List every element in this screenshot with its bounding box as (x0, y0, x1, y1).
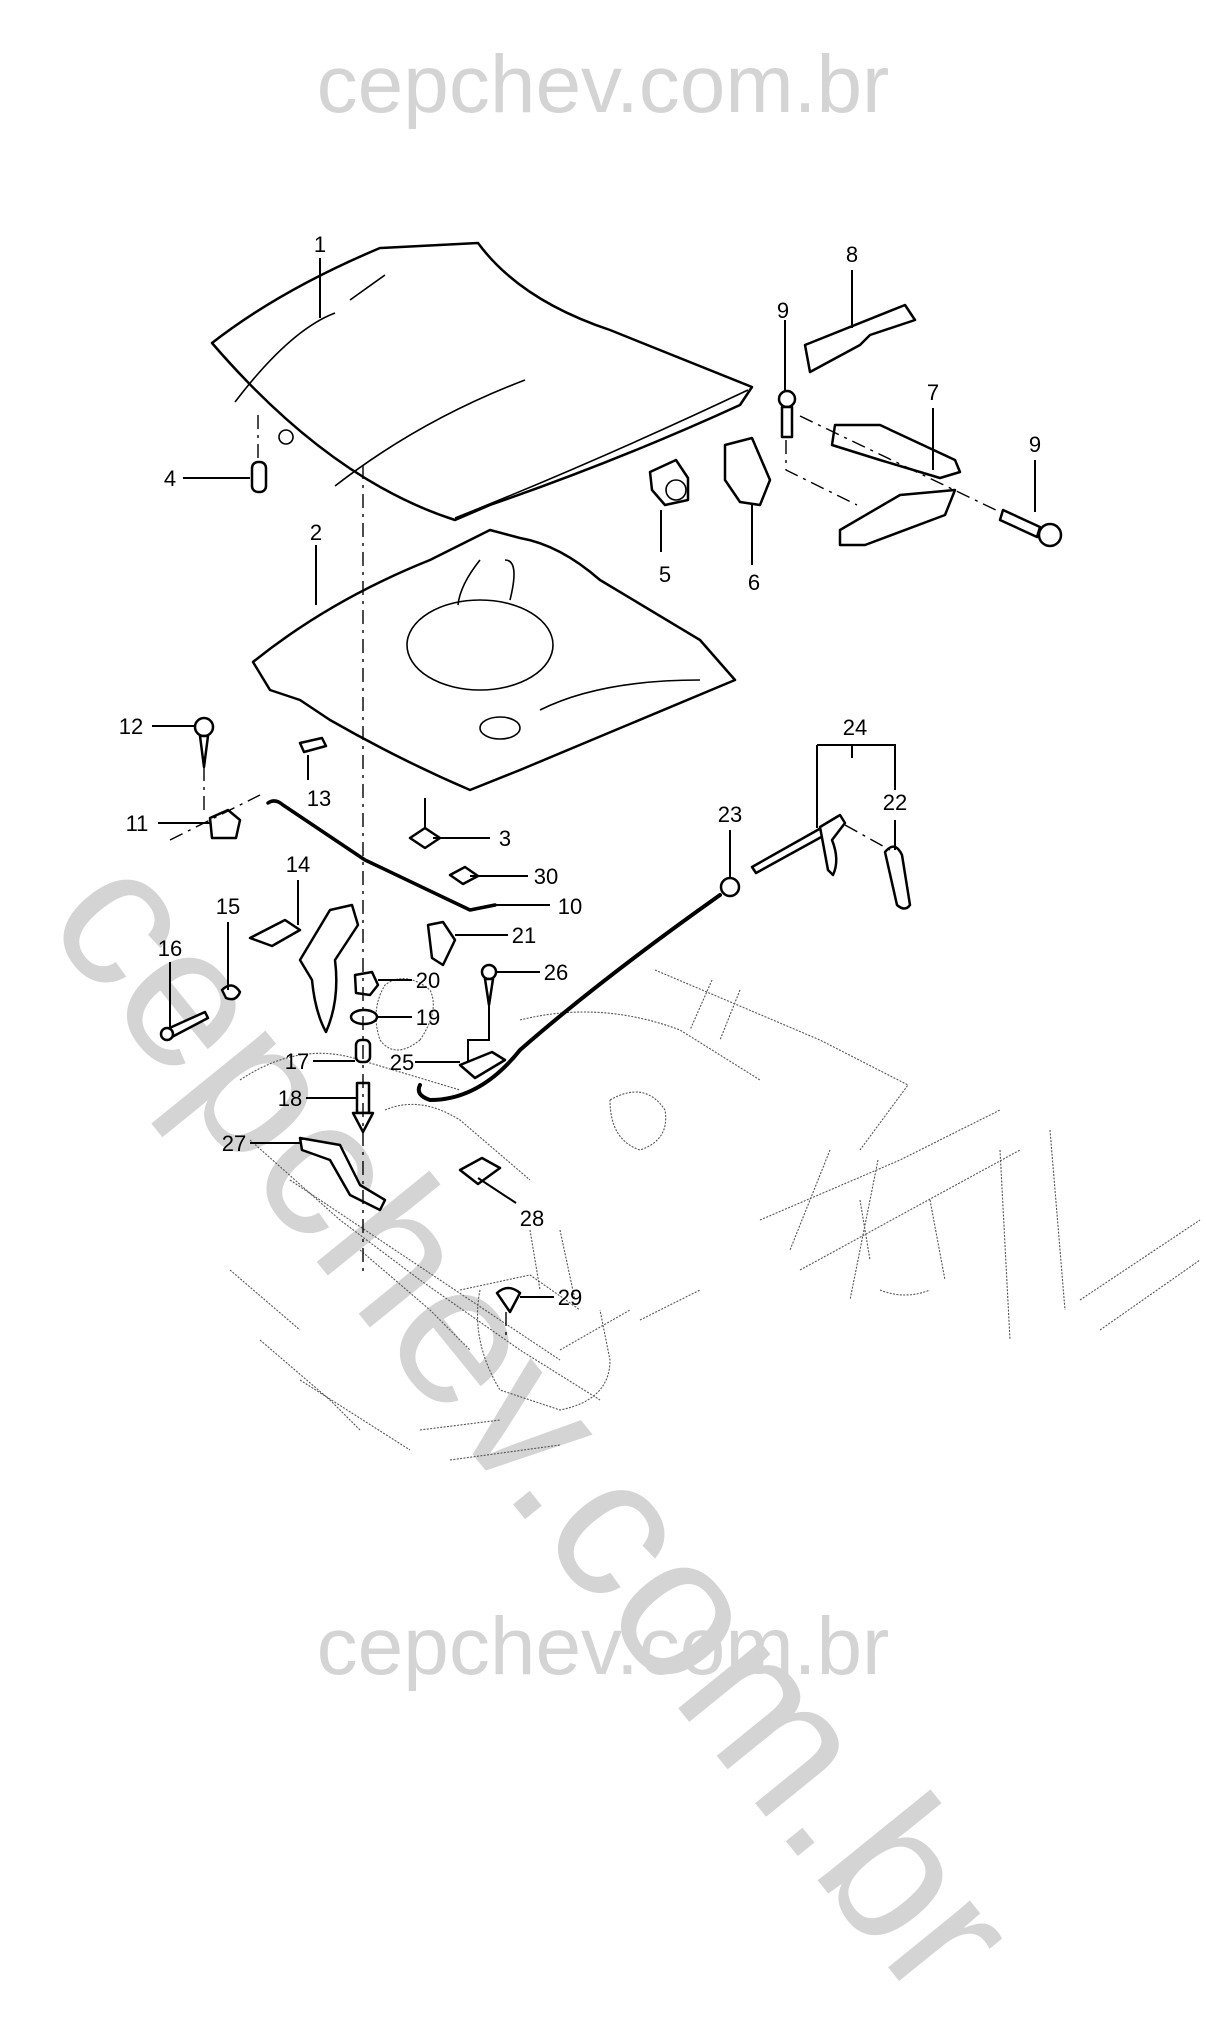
callout-9-upper: 9 (777, 298, 789, 323)
callout-30: 30 (534, 864, 558, 889)
part-1-hood[interactable] (210, 241, 754, 522)
callout-11: 11 (126, 811, 149, 836)
watermark-bottom: cepchev.com.br (316, 1601, 890, 1692)
assembly-lines (169, 415, 1001, 1340)
leader-lines (152, 258, 1036, 1298)
watermark-top: cepchev.com.br (316, 39, 890, 130)
callout-14: 14 (286, 852, 310, 877)
callout-6: 6 (748, 570, 760, 595)
part-7-hood-hinge[interactable] (830, 423, 962, 547)
vehicle-body-outline (229, 969, 1201, 1461)
part-28-clip-nut[interactable] (458, 1156, 502, 1186)
part-2-hood-insulator[interactable] (251, 528, 737, 792)
part-5-hood-bumper-clip[interactable] (648, 458, 690, 507)
callout-26: 26 (544, 960, 568, 985)
part-12-screw[interactable] (193, 716, 215, 769)
callout-3: 3 (499, 826, 511, 851)
part-29-push-pin[interactable] (495, 1286, 522, 1314)
callout-23: 23 (718, 802, 742, 827)
callout-2: 2 (310, 520, 322, 545)
callout-13: 13 (307, 786, 331, 811)
callout-16: 16 (158, 936, 182, 961)
callout-5: 5 (659, 562, 671, 587)
callout-20: 20 (416, 968, 440, 993)
part-24-hood-release-handle[interactable] (416, 813, 847, 1102)
callout-8: 8 (846, 242, 858, 267)
part-8-hinge-bracket[interactable] (803, 303, 917, 374)
part-15-spring[interactable] (220, 984, 242, 1001)
callout-7: 7 (927, 380, 939, 405)
part-13-clip[interactable] (298, 736, 328, 754)
part-26-screw[interactable] (480, 963, 498, 1007)
callout-29: 29 (558, 1285, 582, 1310)
part-27-safety-catch[interactable] (298, 1136, 387, 1212)
callout-4: 4 (164, 466, 176, 491)
part-21-clip[interactable] (426, 920, 457, 967)
part-6-cover[interactable] (723, 436, 772, 507)
callout-22: 22 (883, 790, 907, 815)
callout-10: 10 (558, 894, 582, 919)
part-19-washer[interactable] (349, 1008, 379, 1026)
callout-25: 25 (390, 1050, 414, 1075)
callout-12: 12 (119, 714, 143, 739)
callout-15: 15 (216, 894, 240, 919)
callout-labels: 1 2 3 4 5 6 7 8 9 9 10 11 12 13 14 15 16… (119, 232, 1041, 1310)
callout-1: 1 (314, 232, 326, 257)
callout-17: 17 (285, 1049, 309, 1074)
part-16-pin[interactable] (159, 1010, 210, 1042)
part-14-hood-latch[interactable] (248, 903, 360, 1034)
callout-18: 18 (278, 1086, 302, 1111)
callout-27: 27 (222, 1131, 246, 1156)
part-23-grommet[interactable] (719, 876, 741, 898)
part-4-hood-bumper[interactable] (250, 460, 268, 494)
part-9-bolt-upper[interactable] (777, 389, 797, 439)
callout-19: 19 (416, 1005, 440, 1030)
part-11-prop-rod-retainer[interactable] (208, 808, 242, 840)
callout-9-lower: 9 (1029, 432, 1041, 457)
part-10-hood-prop-rod[interactable] (266, 799, 497, 912)
callout-24: 24 (843, 715, 867, 740)
part-22-release-handle-cover[interactable] (883, 845, 912, 910)
part-20-nut[interactable] (353, 970, 380, 997)
exploded-parts-diagram: 1 2 3 4 5 6 7 8 9 9 10 11 12 13 14 15 16… (119, 232, 1201, 1461)
callout-28: 28 (520, 1206, 544, 1231)
callout-21: 21 (512, 923, 536, 948)
part-9-bolt-lower[interactable] (998, 508, 1063, 548)
part-25-cable-clip[interactable] (458, 1050, 507, 1080)
